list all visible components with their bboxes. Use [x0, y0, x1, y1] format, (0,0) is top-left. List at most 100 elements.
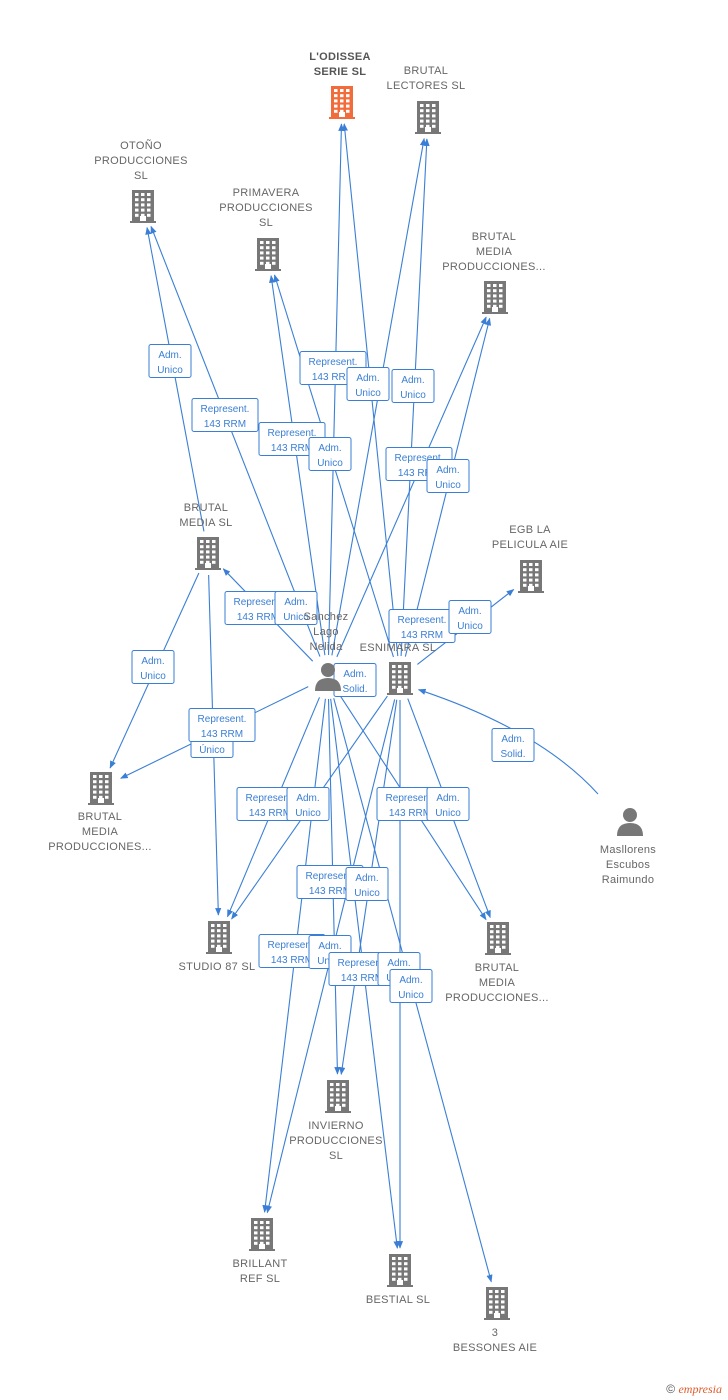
building-icon [325, 1080, 351, 1113]
edge-label-box [286, 787, 330, 821]
edge-label-text: Represent. [309, 357, 358, 368]
edge-label-text: Adm. [401, 375, 424, 386]
edge-label[interactable]: Adm.Unico [426, 787, 470, 821]
window [529, 573, 533, 577]
window [404, 1267, 408, 1271]
footer: © empresia [666, 1382, 722, 1397]
node-label-line: PRODUCCIONES [219, 202, 312, 214]
edge-label[interactable]: Represent.143 RRM [188, 708, 256, 742]
window [105, 785, 109, 789]
window [404, 680, 408, 684]
edge-label-text: Represent. [234, 597, 283, 608]
edge-label[interactable]: Adm.Unico [131, 650, 175, 684]
window [432, 119, 436, 123]
node-studio87[interactable]: STUDIO 87 SL [179, 921, 256, 973]
edge-label-text: 143 RRM [249, 808, 291, 819]
window [200, 550, 204, 554]
edge-label[interactable]: Adm.Unico [426, 459, 470, 493]
edge-label-text: Represent. [268, 940, 317, 951]
edge-label-box [346, 367, 390, 401]
door [259, 1244, 265, 1250]
edge-label[interactable]: Adm.Unico [286, 787, 330, 821]
window [336, 1088, 340, 1092]
window [336, 1098, 340, 1102]
edge-label[interactable]: Adm.Unico [389, 969, 433, 1003]
edge-label-box [131, 650, 175, 684]
edge-label-text: Adm. [436, 793, 459, 804]
node-label-line: PRODUCCIONES... [442, 261, 546, 273]
node-label-line: MEDIA [479, 977, 516, 989]
window [346, 109, 350, 113]
window [426, 119, 430, 123]
building-icon [88, 772, 114, 805]
window [260, 246, 264, 250]
window [254, 1241, 258, 1245]
node-label: STUDIO 87 SL [179, 961, 256, 973]
node-label-line: EGB LA [509, 524, 551, 536]
brand-logo[interactable]: empresia [678, 1382, 722, 1396]
edge-label-text: Unico [354, 888, 380, 899]
edge-label[interactable]: Adm.Unico [274, 591, 318, 625]
edge-label[interactable]: Represent.143 RRM [191, 398, 259, 432]
window [141, 213, 145, 217]
node-label-line: MEDIA SL [179, 517, 232, 529]
edge-label-text: Único [199, 743, 225, 756]
window [493, 299, 497, 303]
window [499, 284, 503, 287]
node-label-line: BRUTAL [475, 962, 519, 974]
window [502, 935, 506, 939]
node-label-line: LECTORES SL [387, 80, 466, 92]
node-esnimara[interactable]: ESNIMARA SL [360, 642, 437, 695]
door [397, 1280, 403, 1286]
node-label-line: REF SL [240, 1273, 280, 1285]
door [216, 947, 222, 953]
node-label: ESNIMARA SL [360, 642, 437, 654]
door [397, 688, 403, 694]
door [494, 1313, 500, 1319]
edge-label[interactable]: Adm.Solid. [333, 663, 377, 697]
edge-label-text: 143 RRM [237, 612, 279, 623]
window [135, 198, 139, 202]
edge-label[interactable]: Adm.Unico [148, 344, 192, 378]
building-icon [195, 537, 221, 570]
window [529, 563, 533, 566]
edge-label[interactable]: Adm.Solid. [491, 728, 535, 762]
window [272, 261, 276, 265]
window [336, 1083, 340, 1086]
edge-label-text: Unico [435, 480, 461, 491]
node-bestial[interactable]: BESTIAL SL [366, 1254, 430, 1306]
window [340, 89, 344, 92]
edge-label[interactable]: Represent.143 RRM [388, 609, 456, 643]
edge-label-box [391, 369, 435, 403]
edge-label[interactable]: Adm.Unico [345, 867, 389, 901]
edge-label[interactable]: Adm.Unico [391, 369, 435, 403]
edge-label[interactable]: Adm.Unico [448, 600, 492, 634]
window [93, 790, 97, 794]
window [489, 1300, 493, 1304]
edge-label[interactable]: Adm.Unico [346, 367, 390, 401]
window [93, 780, 97, 784]
window [404, 1272, 408, 1276]
window [342, 1103, 346, 1107]
node-label-line: STUDIO 87 SL [179, 961, 256, 973]
window [212, 545, 216, 549]
window [260, 261, 264, 265]
window [135, 213, 139, 217]
edge-label[interactable]: Adm.Unico [308, 437, 352, 471]
window [499, 294, 503, 298]
